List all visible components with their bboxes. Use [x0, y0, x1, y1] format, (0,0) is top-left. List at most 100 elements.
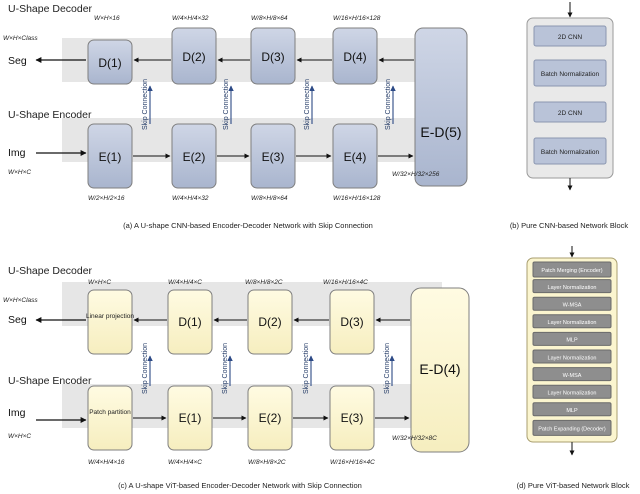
svg-text:Batch Normalization: Batch Normalization: [541, 149, 600, 156]
svg-text:MLP: MLP: [566, 338, 578, 344]
vit-item-3: W-MSA: [532, 296, 612, 311]
vit-skip-label-3: Skip Connection: [303, 343, 310, 394]
vit-unet-panel: U-Shape Decoder U-Shape Encoder W×H×Clas…: [3, 265, 470, 490]
svg-text:D(2): D(2): [182, 50, 205, 64]
svg-text:Patch partition: Patch partition: [89, 409, 131, 416]
encoder-dim-3: W/8×H/8×64: [251, 195, 288, 202]
cnn-item-3: 2D CNN: [533, 101, 607, 123]
svg-text:E(3): E(3): [341, 411, 364, 425]
svg-text:MLP: MLP: [566, 408, 578, 414]
svg-text:D(3): D(3): [261, 50, 284, 64]
encoder-dim-4: W/16×H/16×128: [333, 195, 381, 202]
seg-dim: W×H×Class: [3, 35, 38, 42]
vit-decoder-dim-1: W×H×C: [88, 279, 111, 286]
caption-d: (d) Pure ViT-based Network Block: [517, 481, 630, 490]
vit-item-6: Layer Normalization: [532, 349, 612, 364]
svg-text:E-D(4): E-D(4): [419, 361, 460, 377]
svg-text:E(2): E(2): [183, 150, 206, 164]
encoder-dim-1: W/2×H/2×16: [88, 195, 125, 202]
cnn-item-2: Batch Normalization: [533, 59, 607, 87]
vit-item-10: Patch Expanding (Decoder): [532, 419, 612, 436]
svg-text:D(2): D(2): [258, 315, 281, 329]
vit-decoder-block-3: D(3): [329, 289, 375, 355]
cnn-unet-panel: U-Shape Decoder U-Shape Encoder W×H×Clas…: [3, 3, 468, 230]
decoder-dim-3: W/8×H/8×64: [251, 15, 288, 22]
svg-text:Layer Normalization: Layer Normalization: [548, 391, 597, 397]
vit-item-4: Layer Normalization: [532, 314, 612, 329]
linear-projection-block: Linear projection: [86, 289, 134, 355]
seg-dim-vit: W×H×Class: [3, 297, 38, 304]
vit-encoder-block-2: E(2): [247, 385, 293, 451]
svg-text:2D CNN: 2D CNN: [558, 34, 583, 41]
img-label-vit: Img: [8, 407, 26, 419]
vit-block-panel: Patch Merging (Encoder) Layer Normalizati…: [517, 246, 630, 490]
patch-partition-block: Patch partition: [87, 385, 133, 451]
vit-skip-label-1: Skip Connection: [142, 343, 149, 394]
vit-skip-label-2: Skip Connection: [222, 343, 229, 394]
img-dim: W×H×C: [8, 169, 31, 176]
vit-item-9: MLP: [532, 402, 612, 417]
svg-text:W-MSA: W-MSA: [563, 373, 582, 379]
decoder-dim-4: W/16×H/16×128: [333, 15, 381, 22]
decoder-block-4: D(4): [332, 27, 378, 85]
encoder-block-3: E(3): [250, 123, 296, 189]
bottleneck-block: E-D(5): [414, 27, 468, 187]
cnn-item-4: Batch Normalization: [533, 137, 607, 165]
encoder-block-2: E(2): [171, 123, 217, 189]
caption-b: (b) Pure CNN-based Network Block: [510, 221, 629, 230]
img-label: Img: [8, 147, 26, 159]
svg-text:W-MSA: W-MSA: [563, 303, 582, 309]
seg-label-vit: Seg: [8, 314, 27, 326]
svg-text:Linear projection: Linear projection: [86, 313, 134, 320]
vit-item-1: Patch Merging (Encoder): [532, 261, 612, 278]
decoder-title-vit: U-Shape Decoder: [8, 265, 93, 277]
encoder-title: U-Shape Encoder: [8, 109, 92, 121]
encoder-block-4: E(4): [332, 123, 378, 189]
skip-label-3: Skip Connection: [304, 79, 311, 130]
decoder-block-2: D(2): [171, 27, 217, 85]
decoder-dim-1: W×H×16: [94, 15, 120, 22]
skip-label-1: Skip Connection: [142, 79, 149, 130]
cnn-block-panel: 2D CNN Batch Normalization 2D CNN Batch …: [510, 2, 629, 230]
skip-label-4: Skip Connection: [385, 79, 392, 130]
svg-text:E-D(5): E-D(5): [420, 124, 461, 140]
encoder-title-vit: U-Shape Encoder: [8, 375, 92, 387]
svg-text:Patch Expanding (Decoder): Patch Expanding (Decoder): [538, 426, 606, 432]
vit-skip-label-4: Skip Connection: [384, 343, 391, 394]
vit-bottleneck-block: E-D(4): [410, 287, 470, 453]
encoder-dim-2: W/4×H/4×32: [172, 195, 209, 202]
vit-encoder-dim-2: W/4×H/4×C: [168, 459, 202, 466]
vit-encoder-dim-1: W/4×H/4×16: [88, 459, 125, 466]
cnn-item-1: 2D CNN: [533, 25, 607, 47]
svg-text:Layer Normalization: Layer Normalization: [548, 285, 597, 291]
seg-label: Seg: [8, 55, 27, 67]
encoder-block-1: E(1): [87, 123, 133, 189]
decoder-block-3: D(3): [250, 27, 296, 85]
svg-text:E(4): E(4): [344, 150, 367, 164]
vit-bottleneck-dim: W/32×H/32×8C: [392, 435, 437, 442]
vit-item-8: Layer Normalization: [532, 384, 612, 399]
svg-text:D(4): D(4): [343, 50, 366, 64]
bottleneck-dim: W/32×H/32×256: [392, 171, 440, 178]
decoder-block-1: D(1): [87, 39, 133, 85]
svg-text:D(3): D(3): [340, 315, 363, 329]
vit-encoder-block-3: E(3): [329, 385, 375, 451]
svg-text:Patch Merging (Encoder): Patch Merging (Encoder): [541, 268, 602, 274]
vit-encoder-block-1: E(1): [167, 385, 213, 451]
caption-a: (a) A U-shape CNN-based Encoder-Decoder …: [123, 221, 373, 230]
caption-c: (c) A U-shape ViT-based Encoder-Decoder …: [118, 481, 362, 490]
svg-text:E(1): E(1): [99, 150, 122, 164]
svg-text:Layer Normalization: Layer Normalization: [548, 320, 597, 326]
svg-text:2D CNN: 2D CNN: [558, 110, 583, 117]
decoder-dim-2: W/4×H/4×32: [172, 15, 209, 22]
img-dim-vit: W×H×C: [8, 433, 31, 440]
svg-text:E(3): E(3): [262, 150, 285, 164]
skip-label-2: Skip Connection: [223, 79, 230, 130]
svg-text:Layer Normalization: Layer Normalization: [548, 355, 597, 361]
svg-text:E(1): E(1): [179, 411, 202, 425]
decoder-title: U-Shape Decoder: [8, 3, 93, 15]
svg-text:Batch Normalization: Batch Normalization: [541, 71, 600, 78]
vit-decoder-dim-2: W/4×H/4×C: [168, 279, 202, 286]
vit-encoder-dim-3: W/8×H/8×2C: [248, 459, 286, 466]
